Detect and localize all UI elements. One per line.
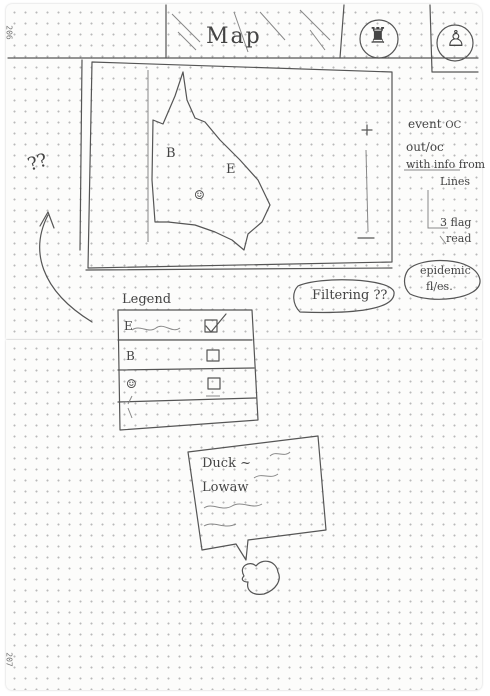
popup-squiggles (203, 503, 263, 527)
notes-arrow (427, 190, 448, 245)
legend-squiggle-1 (131, 325, 181, 331)
note-bubble-line-2: fl/es. (426, 280, 453, 293)
arrow-head (39, 211, 55, 229)
note-line-3: with info from (406, 158, 486, 171)
map-frame-left-edge (79, 59, 83, 251)
icon-circle-2 (436, 24, 474, 62)
note-bubble-line-1: epidemic (420, 264, 471, 277)
duck-icon (241, 560, 280, 595)
legend-checkbox-1 (204, 319, 218, 333)
zoom-slider (365, 149, 369, 233)
arrow-curve (39, 214, 93, 323)
legend-tick (127, 395, 133, 419)
legend-checkbox-3 (207, 377, 221, 390)
user-icon[interactable]: ♙ (446, 27, 466, 52)
note-line-1: event OC (408, 117, 462, 131)
header-scribble (171, 9, 331, 53)
popup-bubble (187, 435, 327, 561)
notebook-page-top (6, 4, 482, 339)
legend-symbol-smiley: ☺ (126, 377, 137, 391)
header-title: Map (206, 24, 262, 49)
legend-symbol-b: B (126, 349, 135, 363)
header-separators (165, 4, 479, 73)
map-marker-smiley[interactable]: ☺ (194, 188, 205, 202)
map-marker-e[interactable]: E (226, 162, 236, 177)
map-frame-bottom-edge (85, 267, 393, 271)
legend-row-dividers (117, 339, 257, 403)
popup-line-2: Lowaw (202, 480, 249, 495)
popup-text-lines (253, 451, 291, 479)
filtering-box (293, 279, 395, 314)
layers-icon[interactable]: ♜ (368, 24, 388, 49)
map-marker-b[interactable]: B (166, 146, 176, 161)
legend-checkbox-2 (206, 349, 220, 362)
legend-title: Legend (122, 292, 172, 307)
popup-line-1: Duck ~ (202, 456, 252, 471)
legend-checkmark (205, 313, 227, 333)
note-line-6: read (446, 232, 472, 245)
map-region-outline (151, 71, 271, 251)
notes-bubble-outline (403, 259, 481, 300)
legend-box (117, 309, 259, 431)
map-frame (87, 61, 393, 269)
legend-symbol-e: E (124, 319, 133, 333)
icon-circle-1 (359, 19, 399, 59)
filtering-label[interactable]: Filtering ?? (312, 288, 388, 303)
note-line-2: out/oc (406, 140, 444, 154)
note-line-5: 3 flag (440, 216, 472, 229)
note-line-4: Lines (440, 175, 471, 188)
zoom-in-icon (361, 124, 373, 136)
